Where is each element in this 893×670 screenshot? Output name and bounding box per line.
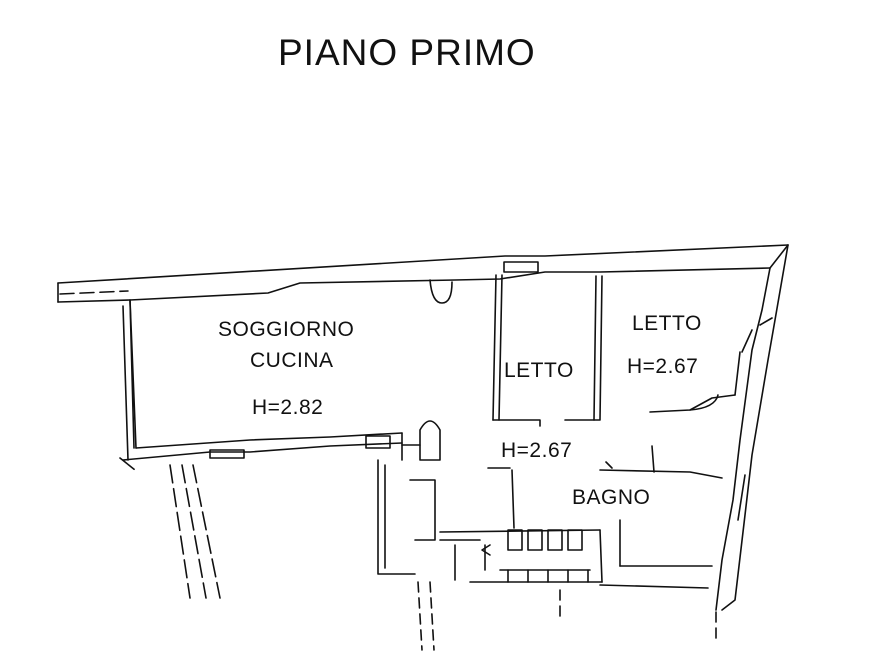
letto-small-walls [492, 261, 603, 427]
room-label-soggiorno: SOGGIORNO [218, 318, 355, 341]
external-lines-bottom [417, 581, 717, 651]
niche-top [429, 279, 453, 304]
room-label-letto-large: LETTO [632, 312, 702, 335]
partition-soggiorno-letto [492, 274, 503, 421]
room-height-letto-small: H=2.67 [501, 439, 573, 462]
stair-area [377, 420, 603, 583]
room-label-cucina: CUCINA [250, 349, 334, 372]
external-lines-bottom-left [119, 457, 221, 599]
room-label-bagno: BAGNO [572, 486, 651, 509]
outer-wall-top [57, 244, 789, 303]
soggiorno-wall-bottom [122, 432, 421, 461]
room-label-letto-small: LETTO [504, 359, 574, 382]
soggiorno-wall-left [122, 299, 137, 461]
letto-large-walls [649, 329, 753, 413]
plan-title: PIANO PRIMO [278, 32, 536, 73]
room-height-soggiorno: H=2.82 [252, 396, 324, 419]
outer-wall-right [715, 244, 789, 611]
corridor-partitions [487, 445, 723, 567]
room-height-letto-large: H=2.67 [627, 355, 699, 378]
